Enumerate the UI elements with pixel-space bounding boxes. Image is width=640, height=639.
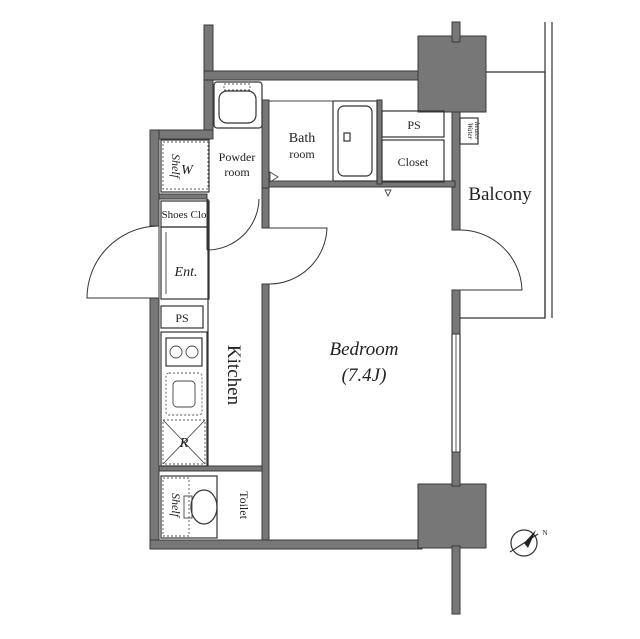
shoes-closet-label: Shoes Clo [162, 209, 207, 221]
toilet-label: Toilet [237, 491, 251, 519]
shelf-top-label: Shelf [169, 154, 183, 180]
shelf-toilet-label: Shelf [169, 493, 183, 519]
compass-icon [509, 529, 539, 557]
compass-n-label: N [542, 529, 547, 537]
bath-label-1: Bath [289, 131, 315, 146]
fridge-label: R [179, 436, 189, 451]
balcony-label: Balcony [468, 184, 532, 205]
powder-label-1: Powder [219, 150, 256, 164]
w-label: W [181, 163, 194, 178]
closet-label: Closet [398, 155, 429, 169]
bedroom-area-label: (7.4J) [342, 365, 387, 386]
powder-label-2: room [224, 165, 250, 179]
doors [86, 171, 523, 299]
kitchen-label: Kitchen [223, 345, 244, 406]
entrance-label: Ent. [174, 265, 198, 280]
fixtures [160, 22, 553, 539]
ps-kitchen-label: PS [175, 311, 188, 325]
water-heater-label-1: Water [466, 123, 474, 140]
bath-label-2: room [289, 147, 315, 161]
water-heater-label-2: heater [473, 122, 481, 140]
ps-top-label: PS [407, 118, 420, 132]
labels: Bath room Powder room PS Water heater Cl… [162, 118, 548, 537]
bedroom-label: Bedroom [330, 339, 399, 360]
